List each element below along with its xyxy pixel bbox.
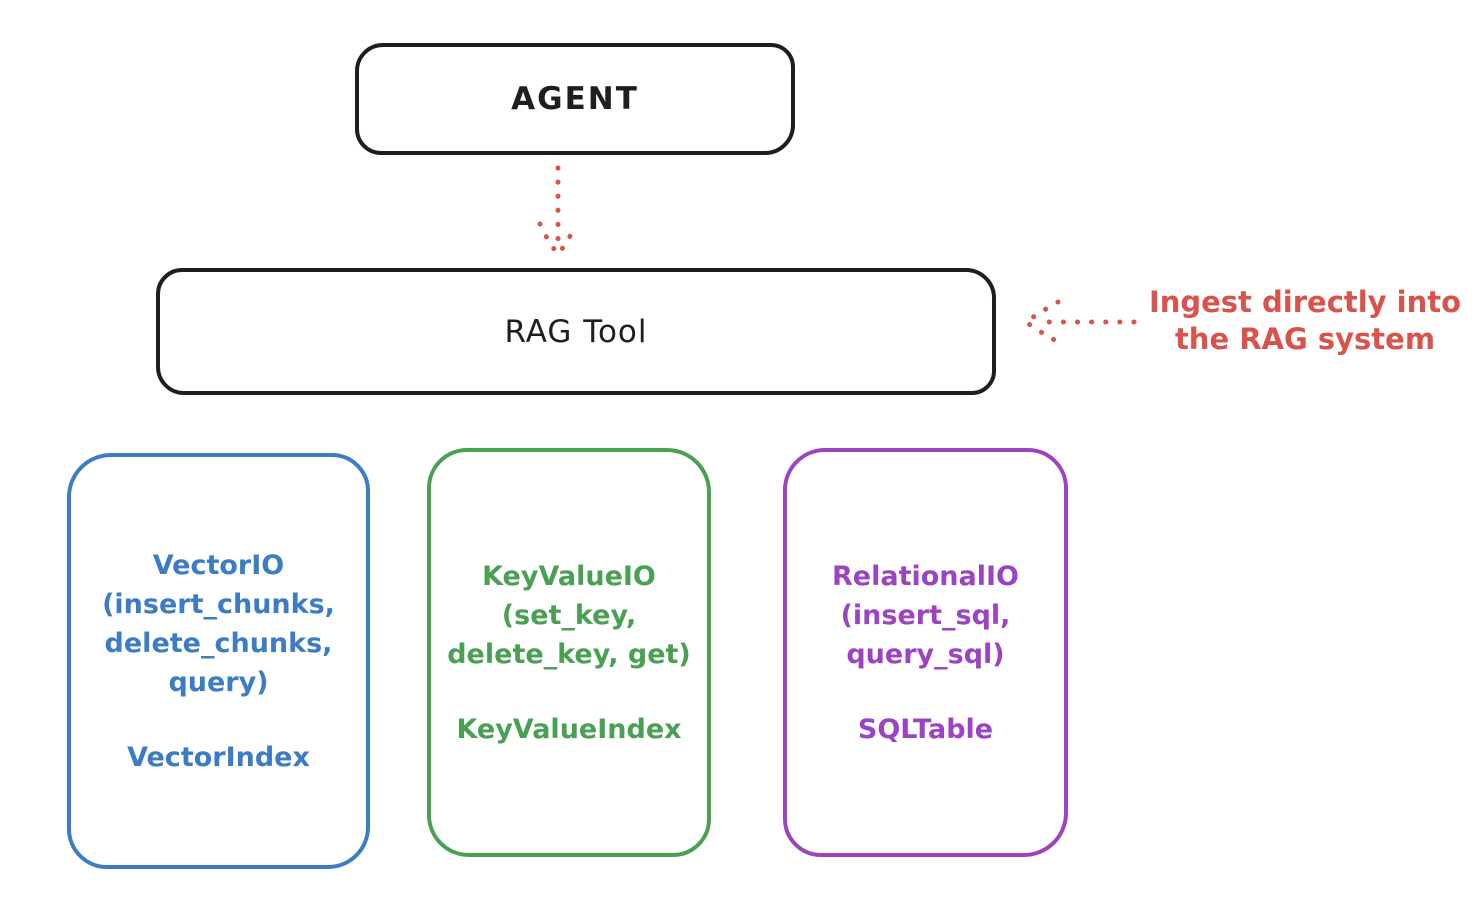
vector-io-line: delete_chunks, [104, 627, 333, 659]
agent-box: AGENT [355, 43, 795, 155]
agent-to-rag-arrow-icon [537, 165, 579, 258]
keyvalue-index-label: KeyValueIndex [456, 713, 682, 745]
vector-io-line: (insert_chunks, [102, 588, 335, 620]
agent-label: AGENT [511, 81, 639, 117]
rag-tool-label: RAG Tool [504, 313, 648, 350]
vector-io-box: VectorIO (insert_chunks, delete_chunks, … [67, 453, 370, 869]
ingest-annotation-line2: the RAG system [1174, 322, 1436, 356]
keyvalue-io-line: (set_key, [501, 599, 637, 631]
keyvalue-io-line: delete_key, get) [447, 638, 691, 670]
ingest-annotation: Ingest directly into the RAG system [1140, 284, 1470, 358]
keyvalue-io-line: KeyValueIO [482, 560, 656, 592]
relational-io-line: RelationalIO [832, 560, 1019, 592]
ingest-annotation-line1: Ingest directly into [1148, 285, 1462, 319]
ingest-annotation-arrow-icon [1021, 299, 1137, 345]
rag-tool-box: RAG Tool [156, 268, 996, 395]
keyvalue-io-box: KeyValueIO (set_key, delete_key, get) Ke… [427, 448, 711, 857]
vector-index-label: VectorIndex [127, 741, 310, 773]
vector-io-line: query) [168, 666, 269, 698]
relational-io-line: query_sql) [846, 638, 1005, 670]
relational-io-line: (insert_sql, [840, 599, 1011, 631]
vector-io-line: VectorIO [152, 549, 285, 581]
sql-table-label: SQLTable [857, 713, 994, 745]
relational-io-box: RelationalIO (insert_sql, query_sql) SQL… [783, 448, 1068, 857]
